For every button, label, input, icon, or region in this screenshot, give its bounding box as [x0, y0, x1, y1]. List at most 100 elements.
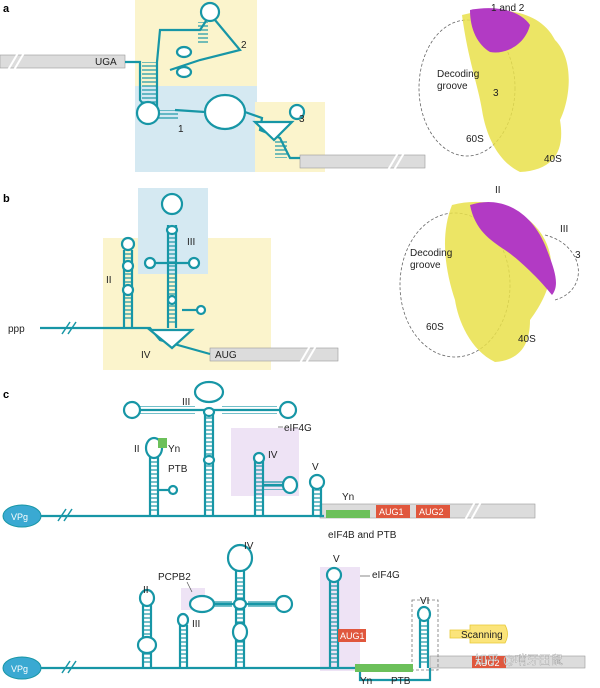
helix-iii — [180, 628, 187, 664]
loop-iii-side — [143, 256, 157, 270]
loop — [188, 594, 216, 614]
loop-ii — [120, 236, 136, 252]
domain-ii-label: II — [106, 275, 112, 286]
vpg-top — [2, 504, 42, 528]
rna-backbone-a — [125, 14, 300, 160]
loop — [122, 400, 142, 420]
domain-ii-label-bottom: II — [143, 585, 149, 596]
loop — [252, 451, 266, 465]
loop — [274, 594, 294, 614]
loop — [136, 635, 158, 655]
panel-c-label: c — [3, 389, 9, 401]
loop-v — [308, 473, 326, 491]
vpg-label-bottom: VPg — [11, 664, 28, 674]
helix-ii — [150, 455, 158, 511]
label-60s-a: 60S — [466, 134, 484, 145]
junction-iv — [146, 328, 195, 350]
pcpb2-label: PCPB2 — [158, 572, 191, 583]
leader-line — [186, 581, 193, 593]
loop-iii-apex — [176, 612, 190, 628]
helix — [212, 600, 232, 608]
label-60s-b: 60S — [426, 322, 444, 333]
helix — [142, 62, 156, 108]
helix — [248, 600, 276, 608]
panel-a: a UGA 2 1 3 1 and 2 Decoding groove 3 — [0, 0, 569, 173]
helix — [158, 110, 178, 120]
scanning-arrow — [449, 624, 508, 644]
yn-ptb-tract — [355, 664, 413, 672]
domain-vi-label-bottom: VI — [420, 596, 429, 607]
vpg-bottom — [2, 656, 42, 680]
aug1-box-bottom — [338, 629, 366, 642]
helix-ii — [143, 605, 151, 663]
aug2-label-bottom: AUG2 — [475, 658, 500, 668]
loop — [231, 621, 249, 643]
loop — [202, 454, 216, 466]
domain-1-2-label: 1 and 2 — [491, 3, 525, 14]
eif4g-label-bottom: eIF4G — [372, 570, 400, 581]
panel-c-bottom: AUG1 AUG2 Scanning II III IV V VI PCPB2 … — [2, 541, 586, 687]
loop — [167, 484, 179, 496]
ires-density — [470, 201, 556, 295]
panel-b-label: b — [3, 193, 10, 205]
ribo-3-label: 3 — [575, 250, 581, 261]
helix-v — [330, 585, 338, 663]
groove-label-a-1: Decoding — [437, 69, 479, 80]
helix-iv — [236, 575, 244, 663]
mrna-bar-right — [299, 154, 426, 169]
ires-density — [470, 8, 530, 53]
domain-iii-label: III — [187, 237, 195, 248]
hairpin-loop — [175, 45, 193, 59]
aug1-label: AUG1 — [379, 507, 404, 517]
vpg-label-top: VPg — [11, 512, 28, 522]
loop — [202, 406, 216, 418]
aug2-box-bottom — [472, 656, 506, 668]
scanning-label: Scanning — [461, 630, 503, 641]
hairpin-loop — [175, 65, 193, 79]
helix — [140, 406, 195, 414]
groove-label-b-2: groove — [410, 260, 441, 271]
loop — [195, 304, 207, 316]
label-40s-a: 40S — [544, 154, 562, 165]
helix — [198, 22, 208, 44]
loop — [232, 597, 248, 611]
yn-label-bottom: Yn — [360, 676, 372, 687]
uga-label: UGA — [95, 57, 117, 68]
yn2-label-c: Yn — [342, 492, 354, 503]
ribo-ii-label: II — [495, 185, 501, 196]
break-mark — [57, 508, 73, 522]
eif4g-label-c: eIF4G — [284, 423, 312, 434]
domain-2-label: 2 — [241, 40, 247, 51]
loop-iii — [165, 224, 179, 236]
yn-element — [158, 438, 167, 448]
break-mark-b — [61, 321, 77, 335]
domain-v-label-bottom: V — [333, 554, 340, 565]
ptb-label-bottom: PTB — [391, 676, 411, 687]
loop-ii — [121, 259, 135, 273]
break-mark — [299, 345, 317, 364]
aug2-label: AUG2 — [419, 507, 444, 517]
domain-iv-label-bottom: IV — [244, 541, 254, 552]
ribosome-domain-3-label: 3 — [493, 88, 499, 99]
aug1-label-bottom: AUG1 — [340, 631, 365, 641]
loop-iii-side — [187, 256, 201, 270]
hairpin-loop — [288, 103, 306, 121]
hairpin-loop — [199, 1, 221, 23]
loop-vi-apex — [416, 605, 432, 623]
helix — [275, 140, 287, 158]
domain-iii-label-bottom: III — [192, 619, 200, 630]
watermark: 知乎 @哨牙田鼠 — [475, 652, 563, 667]
loop-iii — [166, 294, 178, 306]
loop — [278, 400, 298, 420]
aug2-box — [416, 505, 450, 518]
groove-label-b-1: Decoding — [410, 248, 452, 259]
loop-iii-apex — [160, 192, 184, 216]
loop-iv — [281, 475, 299, 495]
helix-iv — [255, 465, 263, 511]
domain-v-label-c: V — [312, 462, 319, 473]
aug-label-b: AUG — [215, 350, 237, 361]
mrna-bar-c-bottom — [429, 655, 586, 669]
panel-c-top: c AUG1 AUG2 III II Yn PTB — [2, 380, 536, 541]
break-mark — [61, 660, 77, 674]
helix-iii — [168, 225, 176, 325]
